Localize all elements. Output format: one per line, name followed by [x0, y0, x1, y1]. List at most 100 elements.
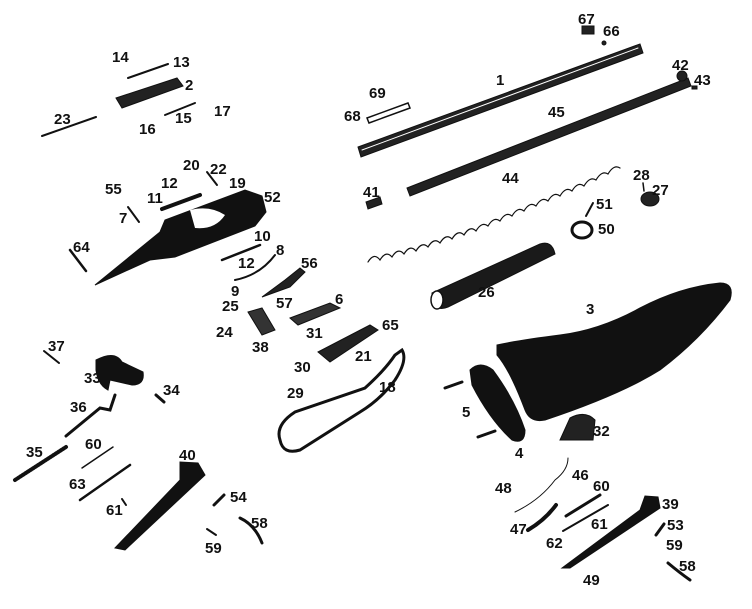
- part-63: [78, 463, 132, 502]
- label-19: 19: [229, 175, 246, 192]
- label-32: 32: [593, 423, 610, 440]
- label-15: 15: [175, 110, 192, 127]
- label-33: 33: [84, 370, 101, 387]
- part-65: [317, 324, 379, 363]
- label-43: 43: [694, 72, 711, 89]
- label-25: 25: [222, 298, 239, 315]
- label-14: 14: [112, 49, 129, 66]
- label-50: 50: [598, 221, 615, 238]
- label-21: 21: [355, 348, 372, 365]
- label-13: 13: [173, 54, 190, 71]
- part-23: [41, 116, 97, 137]
- part-37: [43, 350, 60, 364]
- label-36: 36: [70, 399, 87, 416]
- part-54: [212, 493, 226, 507]
- part-13: [127, 63, 169, 79]
- part-5-screw-b: [476, 429, 497, 439]
- label-6: 6: [335, 291, 344, 308]
- part-35-spring: [13, 445, 68, 482]
- part-10: [220, 243, 262, 262]
- label-57: 57: [276, 295, 293, 312]
- part-62: [562, 504, 609, 532]
- label-68: 68: [344, 108, 361, 125]
- label-28: 28: [633, 167, 650, 184]
- part-2: [115, 77, 184, 109]
- part-11: [160, 193, 202, 211]
- part-magazine-tube: [406, 77, 692, 197]
- label-12: 12: [161, 175, 178, 192]
- label-24: 24: [216, 324, 233, 341]
- label-61b: 61: [591, 516, 608, 533]
- part-42-cap: [676, 70, 688, 82]
- part-28: [642, 182, 645, 192]
- label-52: 52: [264, 189, 281, 206]
- label-23: 23: [54, 111, 71, 128]
- part-receiver: [94, 189, 267, 286]
- label-64: 64: [73, 239, 90, 256]
- label-48: 48: [495, 480, 512, 497]
- label-45: 45: [548, 104, 565, 121]
- label-22: 22: [210, 161, 227, 178]
- label-61: 61: [106, 502, 123, 519]
- label-7: 7: [119, 210, 128, 227]
- label-26: 26: [478, 284, 495, 301]
- part-68: [366, 102, 411, 124]
- part-61a: [121, 498, 127, 506]
- part-buttplate: [469, 364, 526, 442]
- part-barrel: [357, 43, 644, 158]
- label-2: 2: [185, 77, 194, 94]
- label-67: 67: [578, 11, 595, 28]
- label-9: 9: [231, 283, 240, 300]
- label-63: 63: [69, 476, 86, 493]
- label-37: 37: [48, 338, 65, 355]
- label-5: 5: [462, 404, 471, 421]
- part-47: [526, 503, 558, 532]
- part-46: [514, 457, 569, 513]
- part-27: [640, 191, 660, 207]
- part-15: [164, 102, 196, 116]
- label-54: 54: [230, 489, 247, 506]
- label-42: 42: [672, 57, 689, 74]
- label-66: 66: [603, 23, 620, 40]
- part-32: [559, 414, 596, 441]
- label-18: 18: [379, 379, 396, 396]
- label-59b: 59: [666, 537, 683, 554]
- part-50: [570, 220, 594, 240]
- part-59a: [206, 528, 217, 536]
- label-3: 3: [586, 301, 595, 318]
- label-58b: 58: [679, 558, 696, 575]
- part-64: [68, 248, 88, 273]
- part-56: [261, 267, 306, 298]
- label-59: 59: [205, 540, 222, 557]
- part-5-screw-a: [443, 380, 464, 390]
- part-36: [64, 393, 117, 438]
- part-8: [234, 254, 276, 281]
- label-8: 8: [276, 242, 285, 259]
- part-6: [289, 302, 342, 326]
- part-44-spring: [367, 166, 621, 263]
- label-41: 41: [363, 184, 380, 201]
- label-60: 60: [85, 436, 102, 453]
- part-40: [114, 461, 206, 551]
- label-39: 39: [662, 496, 679, 513]
- part-hammer: [95, 355, 144, 391]
- label-16: 16: [139, 121, 156, 138]
- part-43-screw: [691, 85, 698, 90]
- part-39: [560, 495, 661, 569]
- part-stock: [496, 282, 732, 421]
- part-barrel-highlight: [361, 47, 639, 151]
- part-22: [206, 171, 218, 186]
- part-66: [601, 40, 607, 46]
- label-44: 44: [502, 170, 519, 187]
- part-60a: [81, 446, 114, 469]
- label-35: 35: [26, 444, 43, 461]
- label-30: 30: [294, 359, 311, 376]
- part-7: [127, 206, 140, 223]
- label-46: 46: [572, 467, 589, 484]
- label-58: 58: [251, 515, 268, 532]
- part-67: [581, 25, 595, 35]
- label-12b: 12: [238, 255, 255, 272]
- label-38: 38: [252, 339, 269, 356]
- part-51: [585, 202, 594, 217]
